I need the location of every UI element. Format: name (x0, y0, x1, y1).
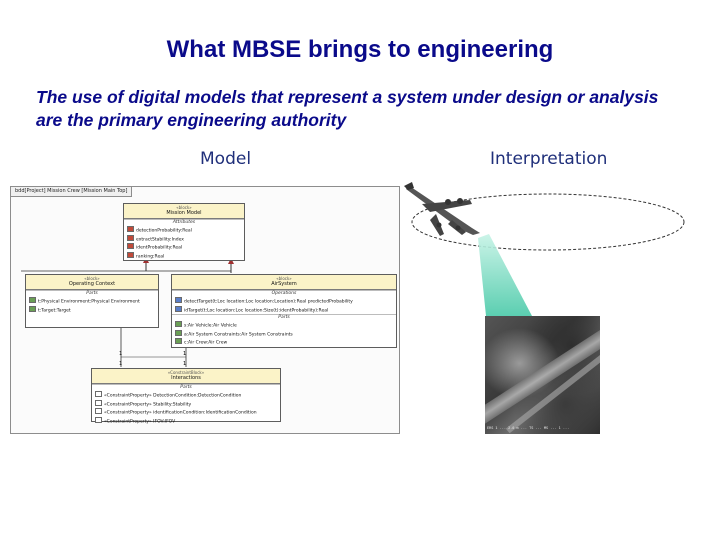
flight-path-orbit (411, 193, 685, 251)
block-operation: detectTarget(t:Loc location:Loc location… (172, 297, 396, 306)
block-property: ranking:Real (124, 251, 244, 261)
interpretation-column-label: Interpretation (490, 149, 608, 169)
block-operation: idTarget(t:Loc location:Loc location:Siz… (172, 305, 396, 315)
multiplicity-label: 1 (183, 351, 187, 357)
constraint-icon (95, 408, 102, 414)
part-icon (175, 338, 182, 344)
property-icon (127, 234, 134, 241)
block-property: «ConstraintProperty» Stability:Stability (92, 399, 280, 409)
block-mission-model: «block» Mission Model Attributes detecti… (123, 203, 245, 261)
part-icon (175, 329, 182, 336)
block-property: extractStability:Index (124, 234, 244, 244)
photo-caption: ERS 1 ... 2.0 m ... TS ... MS ... 1 ... (487, 425, 570, 430)
slide-title: What MBSE brings to engineering (166, 36, 554, 63)
block-stereotype: «block» (176, 205, 192, 210)
part-icon (175, 321, 182, 327)
property-icon (127, 226, 134, 232)
multiplicity-label: 1 (183, 361, 187, 367)
section-label: Parts (26, 290, 158, 297)
section-label: Parts (92, 384, 280, 391)
block-interactions: «ConstraintBlock» Interactions Parts «Co… (91, 368, 281, 424)
part-icon (29, 297, 36, 303)
slide-subtitle: The use of digital models that represent… (36, 87, 659, 130)
part-icon (29, 305, 36, 312)
operation-icon (175, 305, 182, 312)
block-property: detectionProbability:Real (124, 226, 244, 235)
operation-icon (175, 297, 182, 303)
model-diagram: bdd[Project] Mission Crew [Mission Main … (10, 186, 400, 434)
diagram-frame-tab: bdd[Project] Mission Crew [Mission Main … (11, 187, 133, 197)
section-label: Attributes (124, 219, 244, 226)
block-air-system: «block» AirSystem Operations detectTarge… (171, 274, 397, 348)
block-stereotype: «block» (84, 276, 100, 281)
aerial-image: ERS 1 ... 2.0 m ... TS ... MS ... 1 ... (485, 316, 600, 434)
block-name: Mission Model (166, 210, 202, 216)
block-property: t:Physical Environment:Physical Environm… (26, 297, 158, 306)
block-part: s:Air Vehicle:Air Vehicle (172, 321, 396, 330)
property-icon (127, 251, 134, 258)
constraint-icon (95, 391, 102, 397)
block-part: c:Air Crew:Air Crew (172, 338, 396, 347)
section-label: Parts (172, 314, 396, 321)
block-property: «ConstraintProperty» identificationCondi… (92, 408, 280, 417)
block-part: a:Air System Constraints:Air System Cons… (172, 329, 396, 339)
multiplicity-label: 1 (119, 361, 123, 367)
block-property: «ConstraintProperty» IFOV:IFOV (92, 416, 280, 426)
constraint-icon (95, 399, 102, 406)
block-name: AirSystem (271, 281, 297, 287)
multiplicity-label: 1 (119, 351, 123, 357)
block-operating-context: «block» Operating Context Parts t:Physic… (25, 274, 159, 328)
constraint-icon (95, 416, 102, 423)
model-column-label: Model (200, 149, 252, 169)
block-property: «ConstraintProperty» DetectionCondition:… (92, 391, 280, 400)
block-stereotype: «block» (276, 276, 292, 281)
interpretation-illustration (404, 182, 685, 316)
property-icon (127, 243, 134, 249)
block-name: Operating Context (68, 281, 116, 287)
block-property: identProbability:Real (124, 243, 244, 252)
block-property: t:Target:Target (26, 305, 158, 315)
sensor-beam (478, 234, 532, 316)
section-label: Operations (172, 290, 396, 297)
block-name: Interactions (171, 375, 201, 381)
block-stereotype: «ConstraintBlock» (167, 370, 205, 375)
aircraft-icon (404, 182, 480, 236)
